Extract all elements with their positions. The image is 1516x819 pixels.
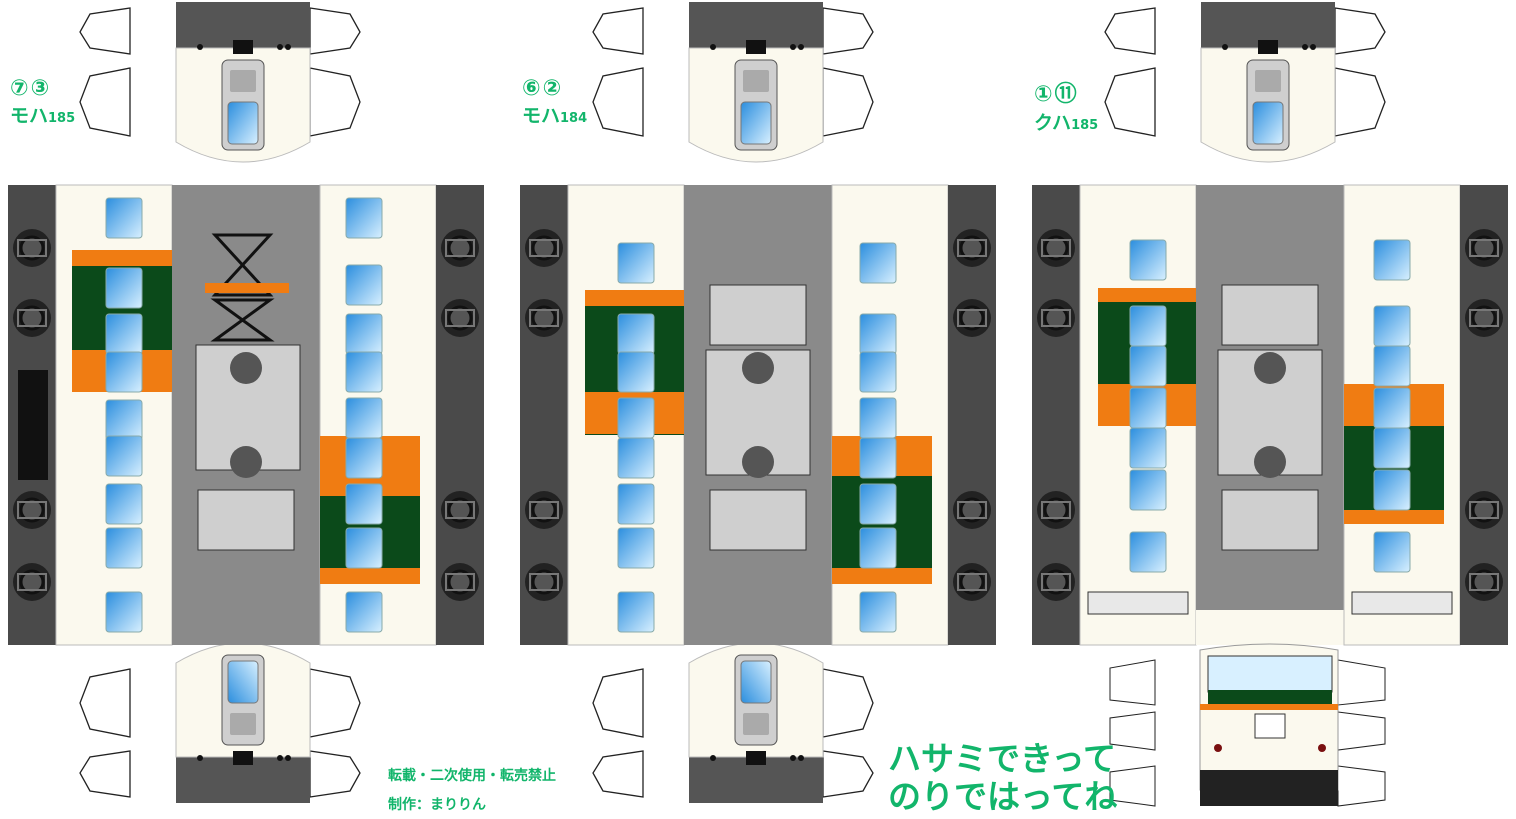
- instruction-line-2: のりではってね: [888, 777, 1118, 816]
- car-1-number: ⑦③: [10, 76, 52, 101]
- car-2-number: ⑥②: [522, 76, 564, 101]
- car-1-model: モハ: [10, 105, 49, 127]
- car-3-label: ①⑪ クハ185: [1034, 76, 1098, 135]
- front-face: [1109, 643, 1386, 807]
- car-1-template: [8, 1, 484, 804]
- car-2-model: モハ: [522, 105, 561, 127]
- author-credit: 制作：まりりん: [388, 797, 486, 813]
- car-2-label: ⑥② モハ184: [522, 76, 587, 128]
- instruction-text: ハサミできって のりではってね: [888, 740, 1117, 816]
- car-1-model-no: 185: [48, 111, 76, 126]
- car-2-model-no: 184: [560, 111, 588, 126]
- car-3-model: クハ: [1034, 112, 1072, 134]
- car-2-template: [520, 1, 996, 804]
- copyright-notice: 転載・二次使用・転売禁止: [388, 768, 556, 784]
- instruction-line-1: ハサミできって: [888, 739, 1117, 778]
- car-3-model-no: 185: [1071, 118, 1099, 133]
- car-3-template: [1032, 1, 1508, 807]
- car-1-label: ⑦③ モハ185: [10, 76, 75, 128]
- car-3-number: ①⑪: [1034, 82, 1079, 107]
